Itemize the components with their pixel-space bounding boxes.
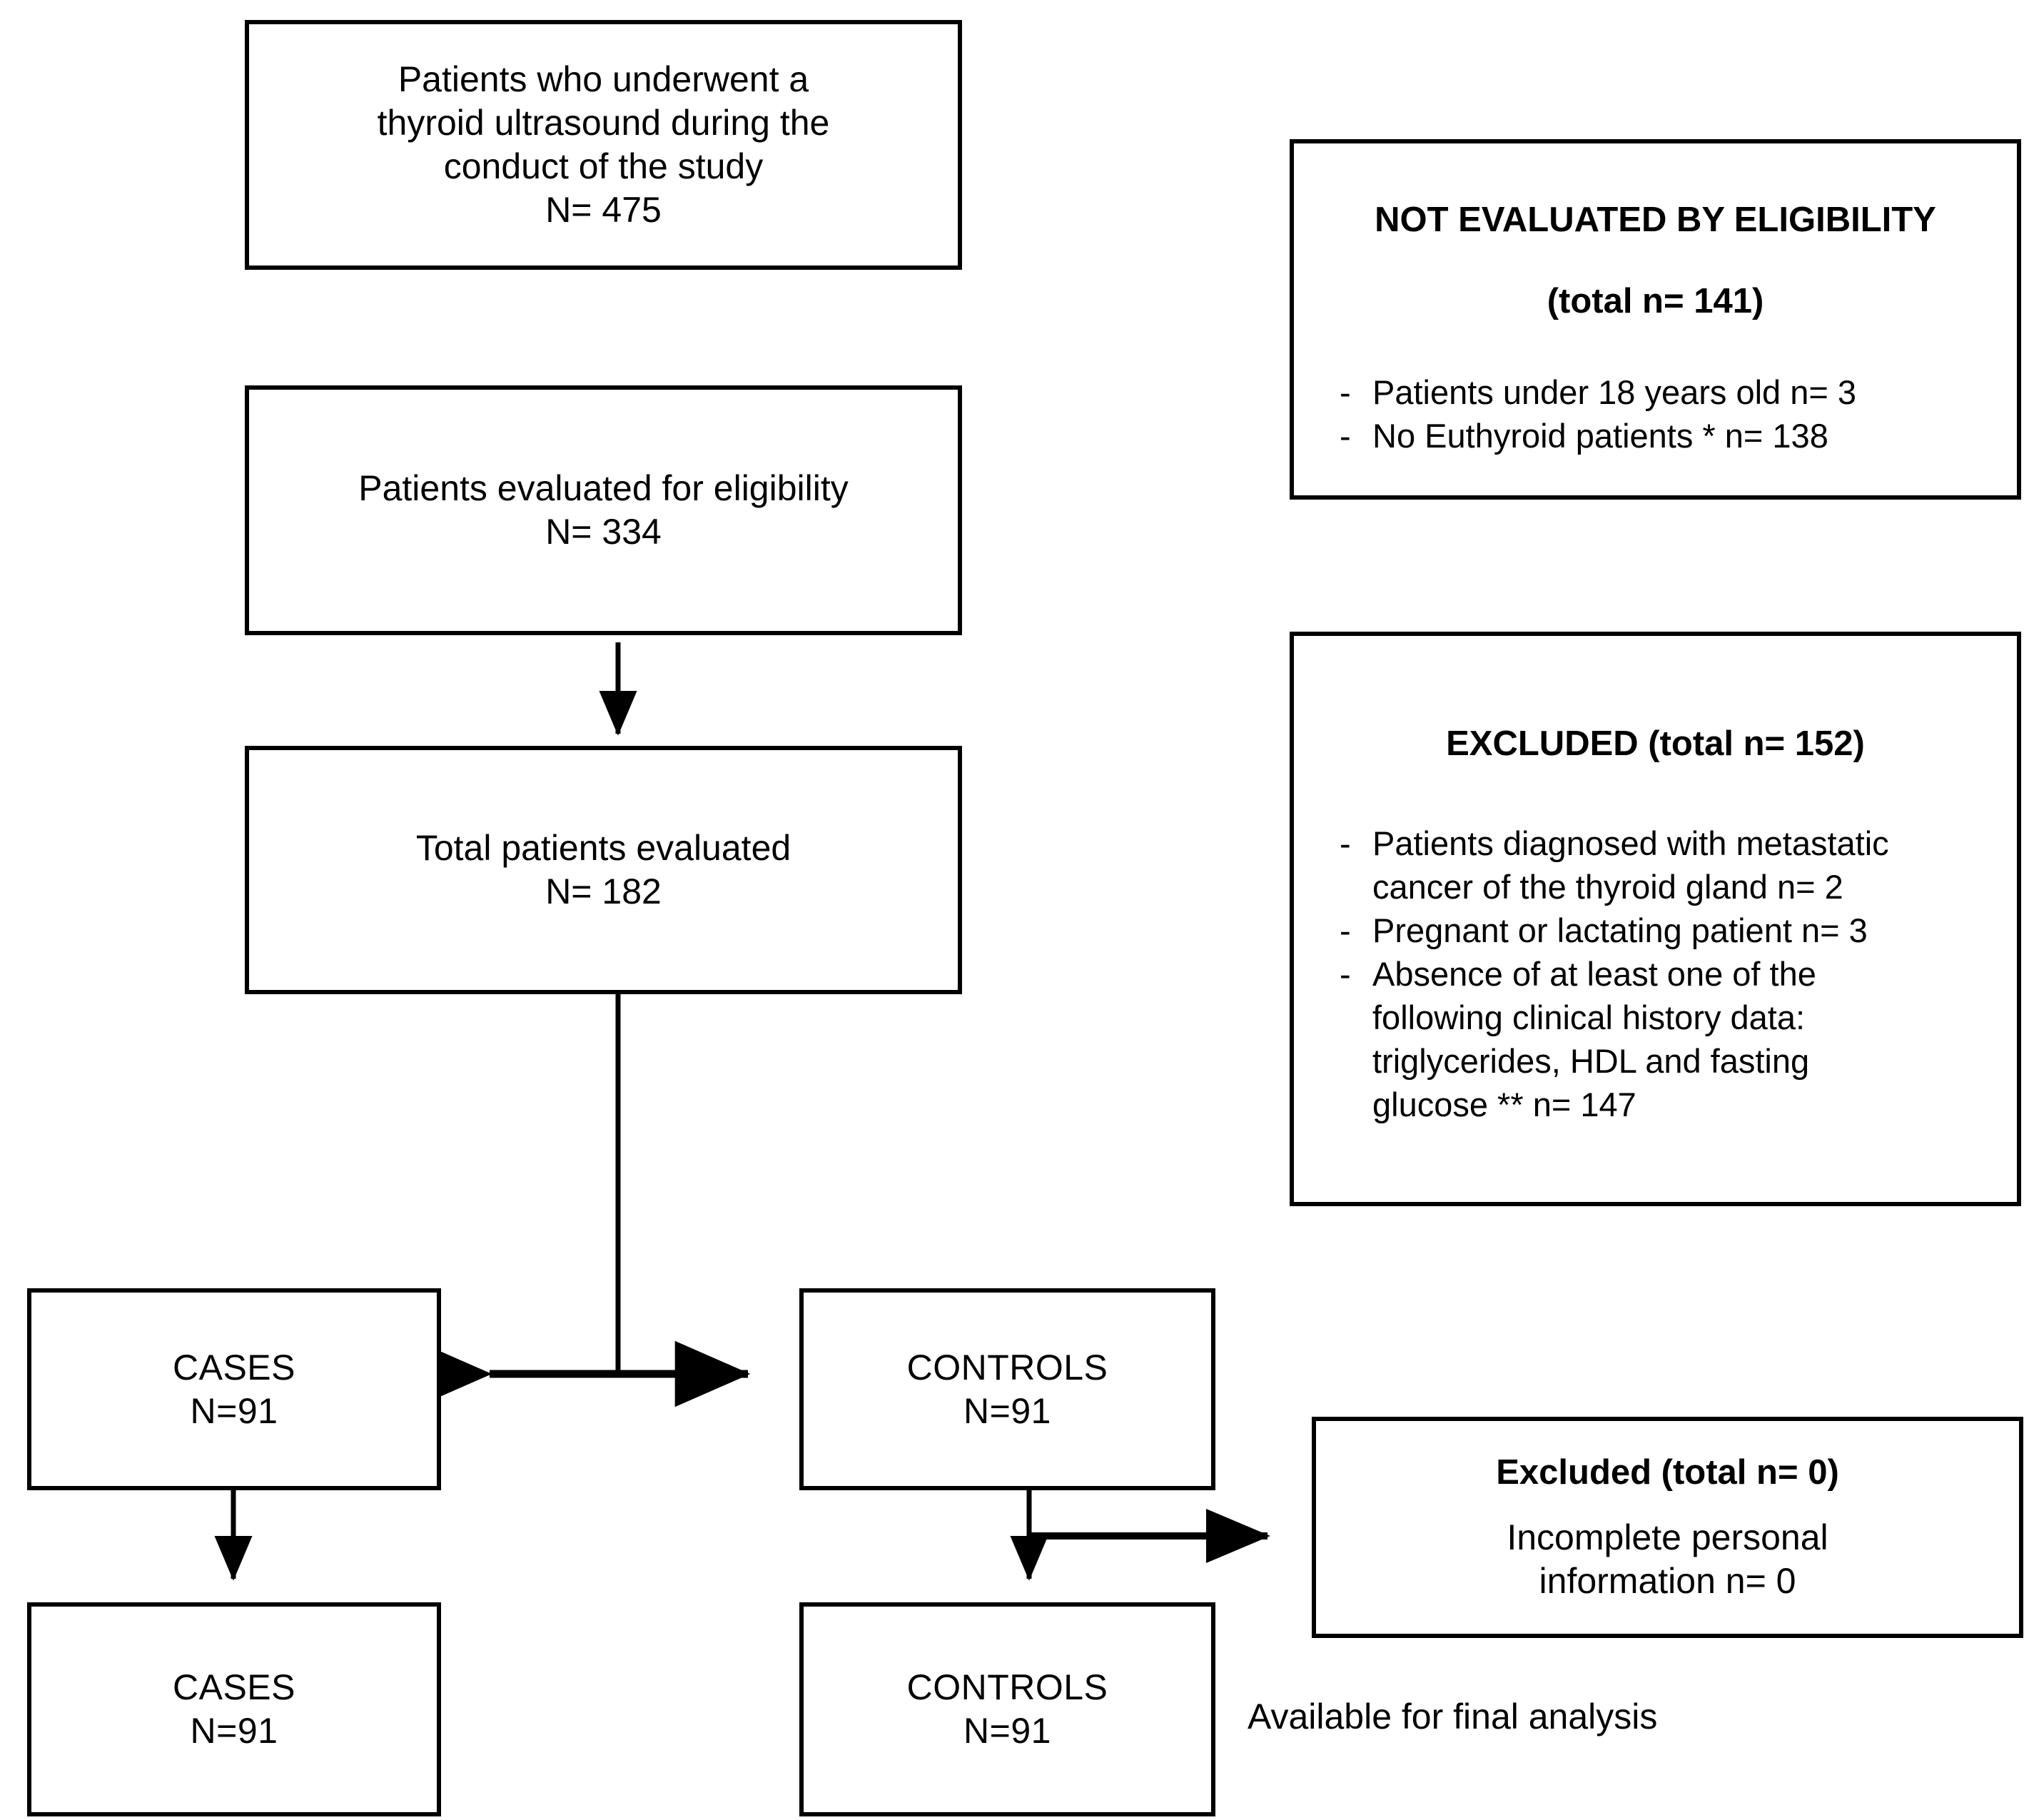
excluded-item: - Absence of at least one of the followi… — [1340, 952, 1993, 1126]
node-controls-top: CONTROLS N=91 — [799, 1288, 1215, 1490]
node-cases-top-label: CASES — [172, 1347, 295, 1387]
not-evaluated-item-text: Patients under 18 years old n= 3 — [1372, 373, 1857, 411]
excluded-item-line: following clinical history data: — [1372, 999, 1806, 1037]
node-total-evaluated-label: Total patients evaluated — [415, 828, 791, 868]
node-total-evaluated: Total patients evaluated N= 182 — [245, 746, 962, 994]
not-evaluated-item: - Patients under 18 years old n= 3 — [1340, 370, 1993, 414]
node-cases-top: CASES N=91 — [27, 1288, 441, 1490]
bullet-dash-icon: - — [1340, 416, 1351, 455]
node-excluded-zero-line-1: Incomplete personal — [1507, 1517, 1828, 1557]
node-enrolled-count: N= 475 — [545, 190, 662, 230]
node-eligibility-count: N= 334 — [545, 512, 662, 552]
excluded-item-line: triglycerides, HDL and fasting — [1372, 1042, 1810, 1081]
node-enrolled: Patients who underwent a thyroid ultraso… — [245, 20, 962, 270]
final-analysis-note: Available for final analysis — [1248, 1697, 1658, 1736]
node-not-evaluated-subtotal: (total n= 141) — [1547, 281, 1764, 320]
node-excluded-zero-heading: Excluded (total n= 0) — [1496, 1453, 1839, 1492]
excluded-item-line: Absence of at least one of the — [1372, 955, 1816, 994]
node-cases-bottom: CASES N=91 — [27, 1602, 441, 1816]
node-enrolled-line-1: Patients who underwent a — [398, 59, 809, 99]
node-cases-top-count: N=91 — [190, 1390, 278, 1431]
node-eligibility-label: Patients evaluated for eligibility — [358, 468, 849, 508]
node-enrolled-line-2: thyroid ultrasound during the — [377, 103, 830, 143]
node-controls-top-label: CONTROLS — [906, 1347, 1108, 1387]
excluded-item: - Patients diagnosed with metastatic can… — [1340, 821, 1993, 909]
node-not-evaluated-heading: NOT EVALUATED BY ELIGIBILITY — [1375, 201, 1936, 239]
node-enrolled-line-3: conduct of the study — [443, 146, 764, 186]
node-controls-bottom: CONTROLS N=91 — [799, 1602, 1215, 1816]
node-excluded-zero-line-2: information n= 0 — [1539, 1560, 1796, 1601]
excluded-item-line: Pregnant or lactating patient n= 3 — [1372, 911, 1868, 949]
node-excluded-heading: EXCLUDED (total n= 152) — [1446, 724, 1865, 763]
node-controls-bottom-count: N=91 — [963, 1711, 1051, 1751]
excluded-item-line: Patients diagnosed with metastatic — [1372, 824, 1889, 862]
node-not-evaluated: NOT EVALUATED BY ELIGIBILITY (total n= 1… — [1290, 139, 2021, 500]
not-evaluated-item-text: No Euthyroid patients * n= 138 — [1372, 416, 1828, 455]
node-excluded-zero: Excluded (total n= 0) Incomplete persona… — [1312, 1417, 2023, 1638]
bullet-dash-icon: - — [1340, 373, 1351, 411]
bullet-dash-icon: - — [1340, 911, 1351, 949]
node-cases-bottom-count: N=91 — [190, 1711, 278, 1751]
node-controls-bottom-label: CONTROLS — [906, 1667, 1108, 1707]
node-excluded: EXCLUDED (total n= 152) - Patients diagn… — [1290, 632, 2021, 1206]
excluded-item-line: glucose ** n= 147 — [1372, 1086, 1636, 1124]
node-cases-bottom-label: CASES — [172, 1667, 295, 1707]
excluded-item-line: cancer of the thyroid gland n= 2 — [1372, 867, 1843, 906]
node-controls-top-count: N=91 — [963, 1390, 1051, 1431]
node-eligibility: Patients evaluated for eligibility N= 33… — [245, 385, 962, 635]
node-total-evaluated-count: N= 182 — [545, 871, 662, 911]
bullet-dash-icon: - — [1340, 955, 1351, 994]
not-evaluated-item: - No Euthyroid patients * n= 138 — [1340, 414, 1993, 457]
bullet-dash-icon: - — [1340, 824, 1351, 862]
excluded-item: - Pregnant or lactating patient n= 3 — [1340, 909, 1993, 952]
